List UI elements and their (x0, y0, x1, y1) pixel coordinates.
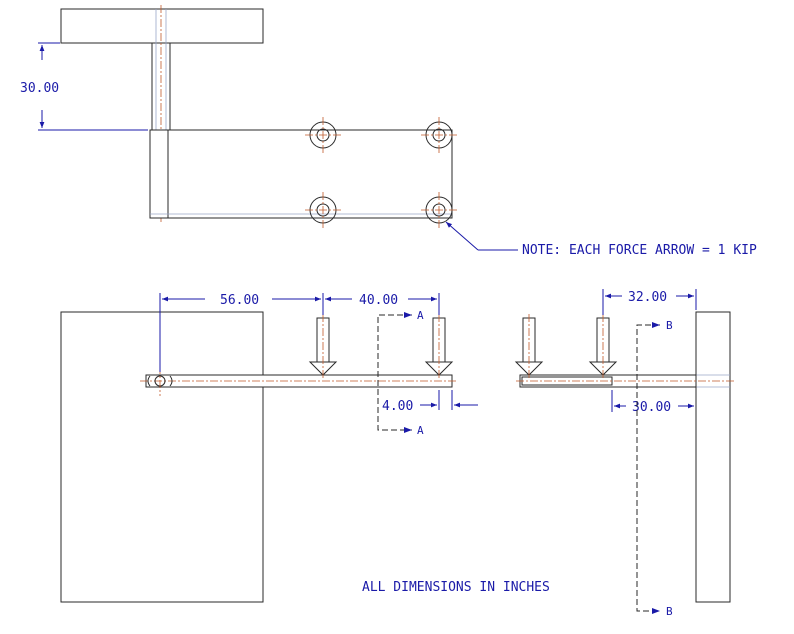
units-note: ALL DIMENSIONS IN INCHES (362, 580, 550, 595)
bolt-hole (421, 117, 457, 153)
dimension-label: 30.00 (20, 81, 59, 96)
dimension-32: 32.00 (602, 289, 697, 315)
force-arrow (514, 314, 544, 379)
force-arrow (308, 314, 338, 379)
dimension-label: 30.00 (632, 400, 671, 415)
section-line-a: A A (377, 309, 424, 437)
section-line-b: B B (636, 319, 673, 618)
dimension-label: 4.00 (382, 399, 413, 414)
front-view: 56.00 40.00 4.00 A A (60, 293, 478, 603)
bolt-hole (305, 117, 341, 153)
dimension-label: 40.00 (359, 293, 398, 308)
bolt-hole (305, 192, 341, 228)
column (60, 311, 264, 603)
dimension-label: 56.00 (220, 293, 259, 308)
side-column (695, 311, 731, 603)
force-note: NOTE: EACH FORCE ARROW = 1 KIP (522, 243, 757, 258)
dimension-40: 40.00 (325, 293, 440, 315)
section-label: A (417, 424, 424, 437)
top-plate (60, 8, 264, 44)
section-label: B (666, 605, 673, 618)
dimension-30-vertical: 30.00 (20, 42, 148, 131)
section-label: B (666, 319, 673, 332)
dimension-56: 56.00 (159, 293, 324, 372)
top-view: 30.00 NOTE: EACH FORCE ARROW = 1 KIP (20, 5, 757, 258)
section-label: A (417, 309, 424, 322)
dimension-30-side: 30.00 (611, 390, 694, 415)
bolt-hole (421, 192, 457, 228)
force-arrow (588, 314, 618, 379)
side-view: 32.00 30.00 B B (514, 289, 736, 618)
note-leader: NOTE: EACH FORCE ARROW = 1 KIP (445, 221, 757, 258)
dimension-4: 4.00 (382, 390, 478, 414)
force-arrow (424, 314, 454, 379)
dimension-label: 32.00 (628, 290, 667, 305)
bracket-plate (149, 129, 453, 219)
